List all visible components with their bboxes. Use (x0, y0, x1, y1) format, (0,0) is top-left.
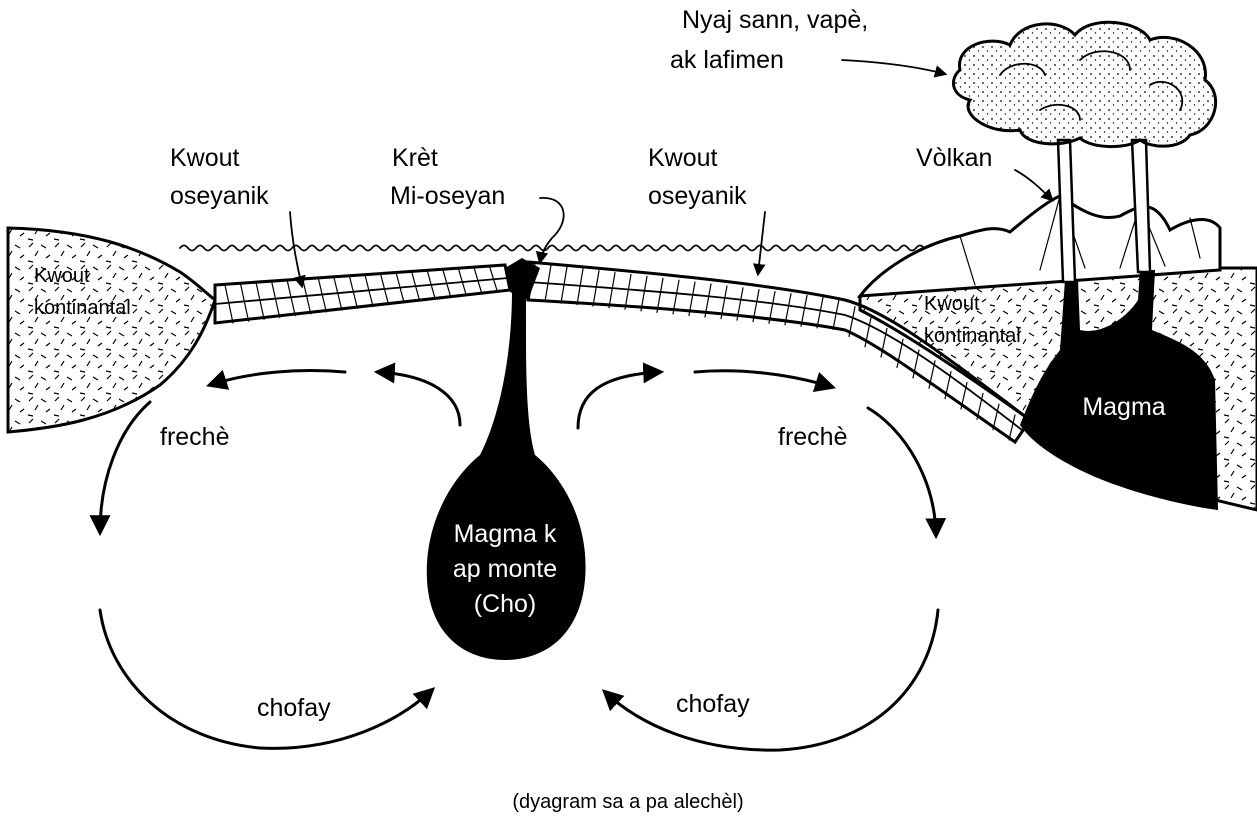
oceanic-crust-left (215, 265, 510, 323)
continental-crust-left-label-2: kontinantal (34, 297, 131, 319)
plume-label-line-2: ak lafimen (670, 46, 784, 74)
convection-arrow-left-down (100, 402, 150, 532)
ridge-label-2: Mi-oseyan (390, 182, 505, 210)
ash-plume-cloud (953, 22, 1215, 146)
ridge-label-1: Krèt (392, 144, 438, 172)
rising-magma-line-1: Magma k (454, 520, 557, 548)
plume-label-line-1: Nyaj sann, vapè, (682, 6, 868, 34)
sea-surface (180, 246, 1012, 251)
continental-crust-right-label-1: Kwout (924, 293, 980, 315)
caption: (dyagram sa a pa alechèl) (512, 791, 743, 813)
convection-arrow-top-left-inner (378, 372, 460, 425)
volcano-label: Vòlkan (916, 144, 992, 172)
convection-arrow-top-right-inner (578, 372, 660, 428)
plume-pointer (842, 60, 945, 74)
oceanic-crust-left-label-1: Kwout (170, 144, 240, 172)
continental-crust-left (8, 228, 215, 432)
convection-arrow-bottom-right (605, 610, 938, 750)
rising-magma-line-3: (Cho) (474, 590, 537, 618)
hot-right-label: chofay (676, 690, 750, 718)
oceanic-crust-left-label-2: oseyanik (170, 182, 269, 210)
convection-arrow-bottom-left (100, 610, 432, 748)
convection-arrow-top-right-outer (695, 371, 832, 387)
oceanic-crust-right-label-2: oseyanik (648, 182, 747, 210)
rising-magma-line-2: ap monte (453, 555, 557, 583)
continental-crust-right-label-2: kontinantal (924, 325, 1021, 347)
magma-right-label: Magma (1082, 393, 1165, 421)
oceanic-crust-right-label-1: Kwout (648, 144, 718, 172)
convection-arrow-top-left-outer (210, 371, 345, 385)
oceanic-right-pointer (758, 212, 765, 274)
ridge-pointer (540, 198, 564, 262)
continental-crust-left-label-1: Kwout (34, 265, 90, 287)
convection-arrow-right-down (868, 408, 936, 535)
hot-left-label: chofay (257, 694, 331, 722)
cool-left-label: frechè (160, 423, 229, 451)
cool-right-label: frechè (778, 423, 847, 451)
volcano-pointer (1015, 170, 1052, 200)
